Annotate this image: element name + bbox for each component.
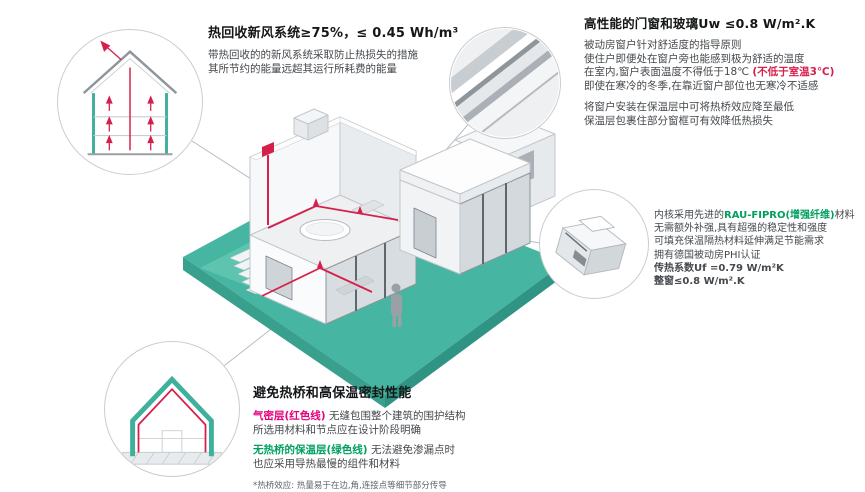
callout-window-profile [539, 189, 649, 299]
windows-title: 高性能的门窗和玻璃Uw ≤0.8 W/m².K [584, 16, 816, 31]
frame-material-brand: RAU-FIPRO(增强纤维) [724, 210, 835, 221]
windows-line: 被动房窗户针对舒适度的指导原则 [584, 39, 742, 51]
airflow-arrows [100, 40, 155, 151]
windows-line: 即使在寒冷的冬季,在靠近窗户部位也无寒冷不适感 [584, 79, 819, 92]
person-figure [391, 283, 402, 327]
insulation-layer-desc: 无法避免渗漏点时 [367, 444, 455, 457]
insulation-layer-line-text: 无热桥的保温层(绿色线) 无法避免渗漏点时 [253, 444, 465, 458]
heat-recovery-title: 热回收新风系统≥75%，≤ 0.45 Wh/m³ [208, 26, 459, 41]
heat-recovery-line: 带热回收的的新风系统采取防止热损失的措施 [208, 49, 418, 61]
frame-material-line: 拥有德国被动房PHI认证 [654, 249, 761, 261]
lower-glass-wall [325, 228, 417, 325]
airtight-layer-label: 气密层(红色线) [253, 410, 326, 422]
windows-temp-note: (不低于室温3℃) [752, 66, 835, 79]
roof-vent-unit [293, 108, 329, 141]
frame-material-section: 内核采用先进的RAU-FIPRO(增强纤维)材料 无需额外补强,具有超强的稳定性… [654, 209, 855, 288]
windows-line: 将窗户安装在保温层中可将热桥效应降至最低 [584, 101, 794, 114]
thermal-bridge-line: 所选用材料和节点应在设计阶段明确 [253, 423, 421, 436]
frame-material-text: 内核采用先进的 [654, 210, 724, 221]
house-cutaway [249, 108, 556, 327]
ventilation-ducts [261, 142, 399, 297]
frame-material-line: 内核采用先进的RAU-FIPRO(增强纤维)材料 [654, 209, 855, 222]
windows-temp-text: 在室内,窗户表面温度不得低于18℃ [584, 66, 753, 79]
insulation-layer-label: 无热桥的保温层(绿色线) [253, 444, 368, 457]
insulation-layer-line [130, 375, 214, 457]
u-value-frame: 传热系数Uf =0.79 W/m²K [654, 262, 784, 274]
frame-material-text: 材料 [834, 210, 855, 221]
flat-roof-wing [399, 138, 531, 275]
windows-line: 在室内,窗户表面温度不得低于18℃ (不低于室温3℃) [584, 66, 834, 80]
airtight-layer-line-text: 气密层(红色线) 无缝包围整个建筑的围护结构 [253, 410, 465, 424]
thermal-bridge-section: 避免热桥和高保温密封性能 气密层(红色线) 无缝包围整个建筑的围护结构 所选用材… [253, 382, 465, 491]
ventilation-section-icon [82, 40, 178, 156]
thermal-bridge-title: 避免热桥和高保温密封性能 [253, 386, 412, 401]
window-profile-icon [540, 190, 648, 298]
window-corner-icon [450, 28, 560, 138]
heat-recovery-line: 其所节约的能量远超其运行所耗费的能量 [208, 62, 397, 75]
u-value-window: 整窗≤0.8 W/m².K [654, 276, 745, 288]
heat-recovery-section: 热回收新风系统≥75%，≤ 0.45 Wh/m³ 带热回收的的新风系统采取防止热… [208, 22, 458, 76]
windows-line: 使住户即便处在窗户旁也能感到极为舒适的温度 [584, 52, 805, 65]
thermal-bridge-line: 也应采用导热最慢的组件和材料 [253, 457, 400, 470]
duct-outlet [262, 142, 274, 157]
callout-window-corner [449, 27, 561, 139]
bathtub [299, 219, 351, 241]
windows-line: 保温层包裹住部分窗框可有效降低热损失 [584, 114, 773, 127]
frame-material-line: 无需额外补强,具有超强的稳定性和强度 [654, 223, 828, 235]
connector-insulation [219, 321, 281, 370]
windows-section: 高性能的门窗和玻璃Uw ≤0.8 W/m².K 被动房窗户针对舒适度的指导原则 … [584, 13, 834, 129]
lower-left-door [265, 255, 293, 301]
callout-insulation [104, 341, 240, 477]
insulation-section-icon [122, 375, 222, 465]
airtight-layer-line [137, 388, 207, 453]
wing-door [413, 207, 437, 259]
frame-material-line: 可填充保温隔热材料延伸满足节能需求 [654, 236, 824, 248]
airtight-layer-desc: 无缝包围整个建筑的围护结构 [325, 410, 466, 422]
callout-ventilation [57, 29, 203, 175]
thermal-bridge-footnote: *热桥效应: 热量易于在边,角,连接点等细节部分传导 [253, 481, 447, 492]
